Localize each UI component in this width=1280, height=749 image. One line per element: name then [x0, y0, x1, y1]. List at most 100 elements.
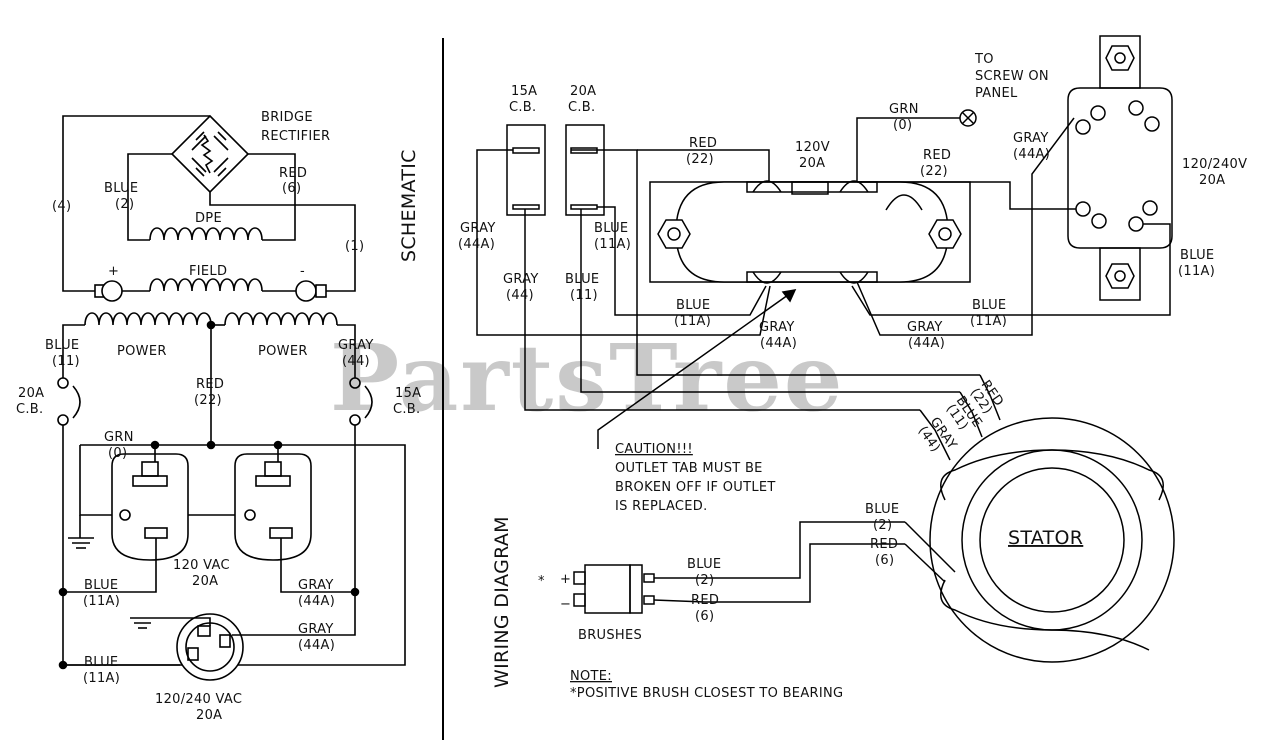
field-label: FIELD [189, 264, 227, 279]
wd-gray-44a-mid-number: (44A) [760, 336, 797, 351]
wiring-diagram-title: WIRING DIAGRAM [491, 516, 513, 688]
brush-plus: + [560, 572, 571, 587]
schematic-labels: BRIDGE RECTIFIER (4) BLUE (2) RED (6) DP… [16, 110, 421, 723]
field-plus: + [108, 264, 119, 279]
wd-blue-11-number: (11) [570, 288, 598, 303]
outlet-240-label-1: 120/240 VAC [155, 692, 242, 707]
dpe-label: DPE [195, 211, 222, 226]
gray-44a-1-label: GRAY [298, 578, 334, 593]
wd-red-22-right-label: RED [923, 148, 951, 163]
wd-to-screw-2: SCREW ON [975, 69, 1049, 84]
wd-outlet-120v-label-1: 120V [795, 140, 830, 155]
wd-red-22-right-number: (22) [920, 164, 948, 179]
wd-cb20-label-1: 20A [570, 84, 596, 99]
wd-blue-11a-mid2-number: (11A) [970, 314, 1007, 329]
blue-11-label: BLUE [45, 338, 79, 353]
caution-line-3: IS REPLACED. [615, 499, 708, 514]
wd-outlet-120v-label-2: 20A [799, 156, 825, 171]
wd-to-screw-1: TO [974, 52, 994, 67]
wd-gray-44a-top-number: (44A) [1013, 147, 1050, 162]
wd-outlet-240v-label-2: 20A [1199, 173, 1225, 188]
stator-label: STATOR [1008, 527, 1083, 549]
cb15-label-2: C.B. [393, 402, 420, 417]
red-6-number: (6) [282, 181, 301, 196]
wd-cb15-label-2: C.B. [509, 100, 536, 115]
wd-blue-11a-right-label: BLUE [1180, 248, 1214, 263]
wd-gray-44a-left-label: GRAY [460, 221, 496, 236]
wd-gray-44a-mid2-number: (44A) [908, 336, 945, 351]
brush-minus: − [560, 597, 571, 612]
wd-cb15-label-1: 15A [511, 84, 537, 99]
wire-1-label: (1) [345, 239, 364, 254]
power-left-label: POWER [117, 344, 167, 359]
grn-0-label: GRN [104, 430, 134, 445]
wd-blue-11a-mid-number: (11A) [674, 314, 711, 329]
wd-red-6-stator-label: RED [870, 537, 898, 552]
note-text: *POSITIVE BRUSH CLOSEST TO BEARING [570, 686, 843, 701]
wire-4-label: (4) [52, 199, 71, 214]
wd-blue-11a-right-number: (11A) [1178, 264, 1215, 279]
caution-line-1: OUTLET TAB MUST BE [615, 461, 763, 476]
gray-44-label: GRAY [338, 338, 374, 353]
bridge-rectifier-label-2: RECTIFIER [261, 129, 330, 144]
blue-11a-1-number: (11A) [83, 594, 120, 609]
wd-blue-11-label: BLUE [565, 272, 599, 287]
wd-blue-2-stator-label: BLUE [865, 502, 899, 517]
wd-blue-11a-cb-number: (11A) [594, 237, 631, 252]
cb20-label-1: 20A [18, 386, 44, 401]
red-6-label: RED [279, 166, 307, 181]
red-22-number: (22) [194, 393, 222, 408]
wd-blue-2-brush-number: (2) [695, 573, 714, 588]
note-title: NOTE: [570, 669, 612, 684]
wd-red-6-brush-label: RED [691, 593, 719, 608]
wd-red-6-brush-number: (6) [695, 609, 714, 624]
outlet-120-label-1: 120 VAC [173, 558, 230, 573]
wd-red-6-stator-number: (6) [875, 553, 894, 568]
wd-blue-2-brush-label: BLUE [687, 557, 721, 572]
wd-gray-44a-top-label: GRAY [1013, 131, 1049, 146]
field-minus: - [300, 264, 305, 279]
red-22-label: RED [196, 377, 224, 392]
wd-gray-44a-mid-label: GRAY [759, 320, 795, 335]
outlet-120-label-2: 20A [192, 574, 218, 589]
bridge-rectifier-label-1: BRIDGE [261, 110, 313, 125]
blue-11a-2-number: (11A) [83, 671, 120, 686]
caution-title: CAUTION!!! [615, 442, 693, 457]
wd-gray-44a-left-number: (44A) [458, 237, 495, 252]
cb20-label-2: C.B. [16, 402, 43, 417]
gray-44a-2-label: GRAY [298, 622, 334, 637]
gray-44a-2-number: (44A) [298, 638, 335, 653]
gray-44-number: (44) [342, 354, 370, 369]
blue-11-number: (11) [52, 354, 80, 369]
schematic-title: SCHEMATIC [398, 149, 420, 262]
wd-to-screw-3: PANEL [975, 86, 1018, 101]
wd-grn-0-number: (0) [893, 118, 912, 133]
wd-grn-0-label: GRN [889, 102, 919, 117]
caution-line-2: BROKEN OFF IF OUTLET [615, 480, 776, 495]
wd-gray-44a-mid2-label: GRAY [907, 320, 943, 335]
blue-2-number: (2) [115, 197, 134, 212]
grn-0-number: (0) [108, 446, 127, 461]
wd-blue-11a-mid-label: BLUE [676, 298, 710, 313]
cb15-label-1: 15A [395, 386, 421, 401]
wd-gray-44-label: GRAY [503, 272, 539, 287]
wd-cb20-label-2: C.B. [568, 100, 595, 115]
power-right-label: POWER [258, 344, 308, 359]
wd-gray-44-number: (44) [506, 288, 534, 303]
wd-red-22-left-label: RED [689, 136, 717, 151]
blue-11a-1-label: BLUE [84, 578, 118, 593]
outlet-240-label-2: 20A [196, 708, 222, 723]
brushes-label: BRUSHES [578, 628, 642, 643]
wd-red-22-left-number: (22) [686, 152, 714, 167]
wiring-section [476, 35, 1175, 663]
wd-outlet-240v-label-1: 120/240V [1182, 157, 1247, 172]
wd-blue-11a-cb-label: BLUE [594, 221, 628, 236]
schematic-section [57, 114, 406, 681]
blue-11a-2-label: BLUE [84, 655, 118, 670]
blue-2-label: BLUE [104, 181, 138, 196]
wd-blue-11a-mid2-label: BLUE [972, 298, 1006, 313]
watermark: PartsTree [330, 324, 844, 432]
brush-asterisk: * [538, 574, 545, 589]
